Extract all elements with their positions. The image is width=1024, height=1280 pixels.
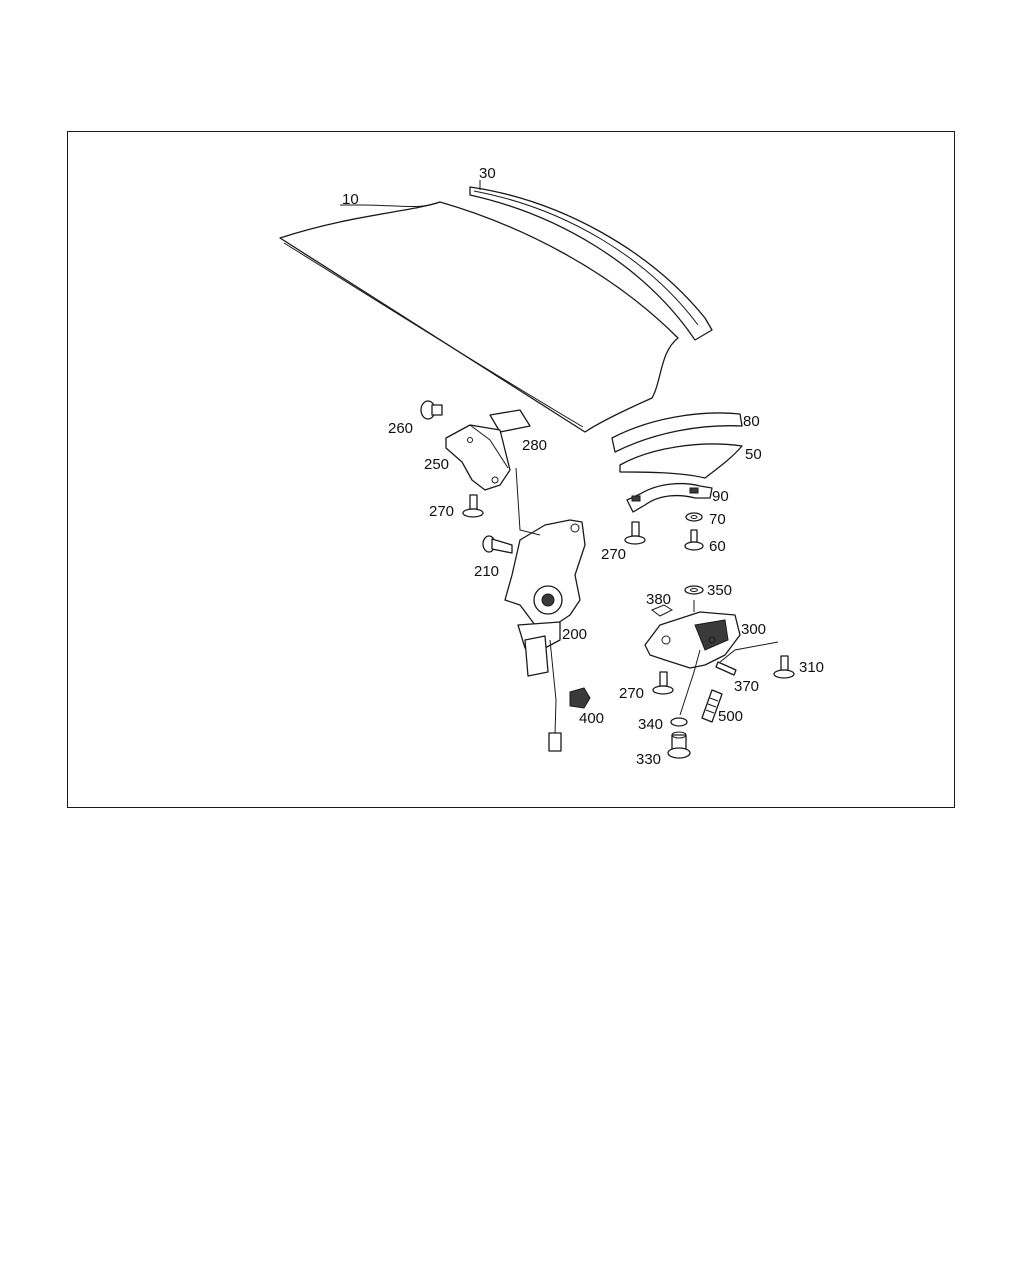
leader-lines bbox=[340, 180, 779, 716]
part-270-screw-right bbox=[624, 521, 646, 545]
callout-90: 90 bbox=[712, 488, 729, 505]
callout-80: 80 bbox=[743, 413, 760, 430]
part-500-threaded-stud bbox=[701, 689, 723, 723]
callout-210: 210 bbox=[474, 563, 499, 580]
callout-500: 500 bbox=[718, 708, 743, 725]
callout-270-right: 270 bbox=[601, 546, 626, 563]
callout-300: 300 bbox=[741, 621, 766, 638]
callout-50: 50 bbox=[745, 446, 762, 463]
part-330-bushing bbox=[667, 731, 691, 759]
part-380-spring-clip bbox=[651, 604, 674, 617]
part-80-seal-strip bbox=[611, 412, 743, 453]
callout-10: 10 bbox=[342, 191, 359, 208]
callout-250: 250 bbox=[424, 456, 449, 473]
part-60-screw bbox=[684, 529, 704, 551]
part-200-motor-assembly bbox=[504, 519, 586, 752]
callout-330: 330 bbox=[636, 751, 661, 768]
part-250-bracket bbox=[445, 424, 511, 491]
callout-270-lower: 270 bbox=[619, 685, 644, 702]
callout-370: 370 bbox=[734, 678, 759, 695]
diagram-frame bbox=[67, 131, 955, 808]
callout-200: 200 bbox=[562, 626, 587, 643]
part-310-screw bbox=[773, 655, 795, 679]
part-70-washer bbox=[685, 512, 703, 522]
callout-60: 60 bbox=[709, 538, 726, 555]
part-370-pin bbox=[715, 661, 737, 676]
callout-400: 400 bbox=[579, 710, 604, 727]
part-30-top-seal bbox=[469, 186, 713, 341]
part-350-washer bbox=[684, 585, 704, 595]
part-270-screw-left bbox=[462, 494, 484, 518]
callout-380: 380 bbox=[646, 591, 671, 608]
callout-280: 280 bbox=[522, 437, 547, 454]
part-50-gasket bbox=[619, 443, 743, 479]
callout-30: 30 bbox=[479, 165, 496, 182]
part-340-washer bbox=[670, 717, 688, 727]
part-400-clip bbox=[569, 687, 591, 709]
part-300-latch-assembly bbox=[644, 611, 741, 669]
callout-70: 70 bbox=[709, 511, 726, 528]
callout-340: 340 bbox=[638, 716, 663, 733]
part-210-bolt bbox=[482, 535, 513, 554]
callout-350: 350 bbox=[707, 582, 732, 599]
callout-260: 260 bbox=[388, 420, 413, 437]
part-270-screw-lower bbox=[652, 671, 674, 695]
part-280-pad bbox=[489, 409, 531, 433]
callout-270-left: 270 bbox=[429, 503, 454, 520]
part-10-glass-panel bbox=[279, 201, 679, 433]
callout-310: 310 bbox=[799, 659, 824, 676]
part-90-rail bbox=[626, 482, 713, 513]
callout-labels: 10 30 80 50 90 70 60 270 260 280 250 270… bbox=[342, 165, 824, 768]
part-260-bolt bbox=[420, 400, 443, 420]
